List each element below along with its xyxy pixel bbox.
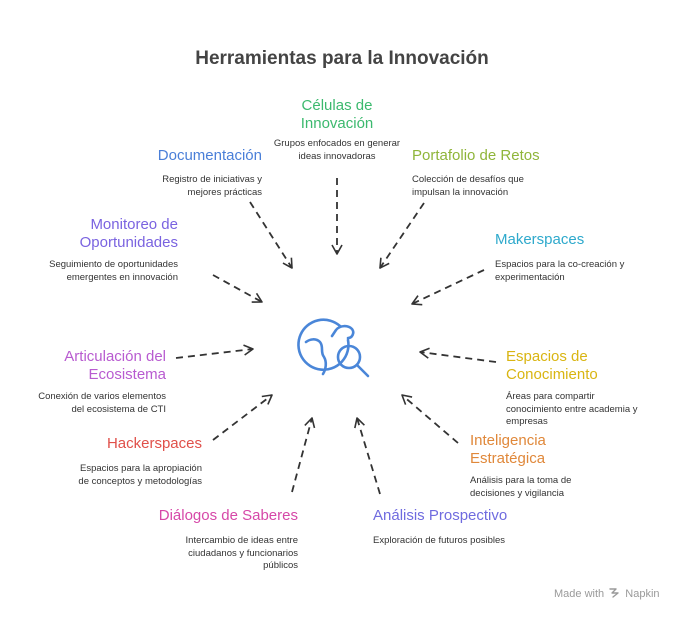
arrow-articulacion <box>175 344 254 359</box>
arrow-hackerspaces <box>212 394 273 441</box>
celulas-title-line: Innovación <box>300 115 374 132</box>
makerspaces-desc-line: experimentación <box>495 271 565 283</box>
arrow-monitoreo <box>212 274 263 303</box>
arrow-portafolio <box>379 202 425 269</box>
monitoreo-title-line: Monitoreo de <box>90 216 178 233</box>
arrow-documentacion <box>249 201 293 269</box>
articulacion-title-line: Articulación del <box>64 348 166 365</box>
documentacion-desc: Registro de iniciativas y mejores prácti… <box>112 174 262 199</box>
monitoreo-title-line: Oportunidades <box>79 234 178 251</box>
articulacion-desc: Conexión de varios elementos del ecosist… <box>16 391 166 416</box>
analisis-title: Análisis Prospectivo <box>373 507 529 525</box>
makerspaces-desc: Espacios para la co-creación y experimen… <box>495 259 665 284</box>
dialogos-desc-line: ciudadanos y funcionarios <box>188 547 298 559</box>
dialogos-title: Diálogos de Saberes <box>142 507 298 525</box>
documentacion-title: Documentación <box>120 147 262 165</box>
makerspaces-title-line: Makerspaces <box>495 231 585 248</box>
inteligencia-desc-line: Análisis para la toma de <box>470 475 572 486</box>
celulas-desc-line: ideas innovadoras <box>298 150 376 162</box>
espacios-title-line: Espacios de <box>506 348 588 365</box>
hackerspaces-desc-line: de conceptos y metodologías <box>78 475 202 487</box>
analisis-desc-line: Exploración de futuros posibles <box>373 535 506 546</box>
celulas-desc-line: Grupos enfocados en generar <box>273 138 401 149</box>
hackerspaces-desc: Espacios para la apropiación de concepto… <box>52 463 202 488</box>
portafolio-title-line: Portafolio de Retos <box>412 147 540 164</box>
dialogos-desc-line: públicos <box>263 560 298 571</box>
inteligencia-desc-line: decisiones y vigilancia <box>470 487 564 499</box>
analisis-desc: Exploración de futuros posibles <box>373 535 543 548</box>
monitoreo-desc: Seguimiento de oportunidades emergentes … <box>20 259 178 284</box>
makerspaces-desc-line: Espacios para la co-creación y <box>495 259 625 270</box>
hackerspaces-title-line: Hackerspaces <box>106 435 202 452</box>
makerspaces-title: Makerspaces <box>495 231 625 249</box>
analisis-title-line: Análisis Prospectivo <box>373 507 508 524</box>
documentacion-desc-line: mejores prácticas <box>187 186 262 198</box>
espacios-desc: Áreas para compartir conocimiento entre … <box>506 391 666 429</box>
inteligencia-desc: Análisis para la toma de decisiones y vi… <box>470 475 620 500</box>
articulacion-desc-line: del ecosistema de CTI <box>71 403 166 415</box>
footer-branding: Made with Napkin <box>554 587 660 600</box>
portafolio-desc-line: impulsan la innovación <box>412 186 509 198</box>
arrow-inteligencia <box>401 394 459 444</box>
celulas-title: Células de Innovación <box>276 97 398 133</box>
articulacion-title: Articulación del Ecosistema <box>30 348 166 384</box>
arrow-analisis <box>354 417 381 495</box>
arrow-dialogos <box>291 417 316 493</box>
dialogos-desc-line: Intercambio de ideas entre <box>185 535 298 546</box>
dialogos-desc: Intercambio de ideas entre ciudadanos y … <box>138 535 298 573</box>
hackerspaces-desc-line: Espacios para la apropiación <box>80 463 202 474</box>
portafolio-desc-line: Colección de desafíos que <box>412 174 524 185</box>
celulas-title-line: Células de <box>301 97 373 114</box>
portafolio-desc: Colección de desafíos que impulsan la in… <box>412 174 572 199</box>
documentacion-title-line: Documentación <box>157 147 262 164</box>
inteligencia-title: Inteligencia Estratégica <box>470 432 590 468</box>
portafolio-title: Portafolio de Retos <box>412 147 572 165</box>
inteligencia-title-line: Inteligencia <box>470 432 546 449</box>
monitoreo-desc-line: emergentes en innovación <box>66 271 178 283</box>
globe-search-icon <box>297 318 370 378</box>
monitoreo-title: Monitoreo de Oportunidades <box>40 216 178 252</box>
napkin-logo-icon <box>609 588 619 598</box>
espacios-desc-line: Áreas para compartir <box>506 391 595 402</box>
footer-made-with: Made with <box>554 588 605 600</box>
arrow-makerspaces <box>411 269 485 306</box>
espacios-desc-line: conocimiento entre academia y <box>506 403 638 415</box>
hackerspaces-title: Hackerspaces <box>82 435 202 453</box>
articulacion-title-line: Ecosistema <box>88 366 166 383</box>
footer-brand: Napkin <box>625 588 660 600</box>
celulas-desc: Grupos enfocados en generar ideas innova… <box>247 138 427 163</box>
espacios-desc-line: empresas <box>506 416 548 427</box>
arrow-espacios <box>419 347 497 363</box>
articulacion-desc-line: Conexión de varios elementos <box>38 391 166 402</box>
monitoreo-desc-line: Seguimiento de oportunidades <box>49 259 178 270</box>
documentacion-desc-line: Registro de iniciativas y <box>162 174 262 185</box>
espacios-title: Espacios de Conocimiento <box>506 348 636 384</box>
espacios-title-line: Conocimiento <box>506 366 598 383</box>
inteligencia-title-line: Estratégica <box>470 450 546 467</box>
diagram-title: Herramientas para la Innovación <box>195 48 489 69</box>
dialogos-title-line: Diálogos de Saberes <box>158 507 298 524</box>
